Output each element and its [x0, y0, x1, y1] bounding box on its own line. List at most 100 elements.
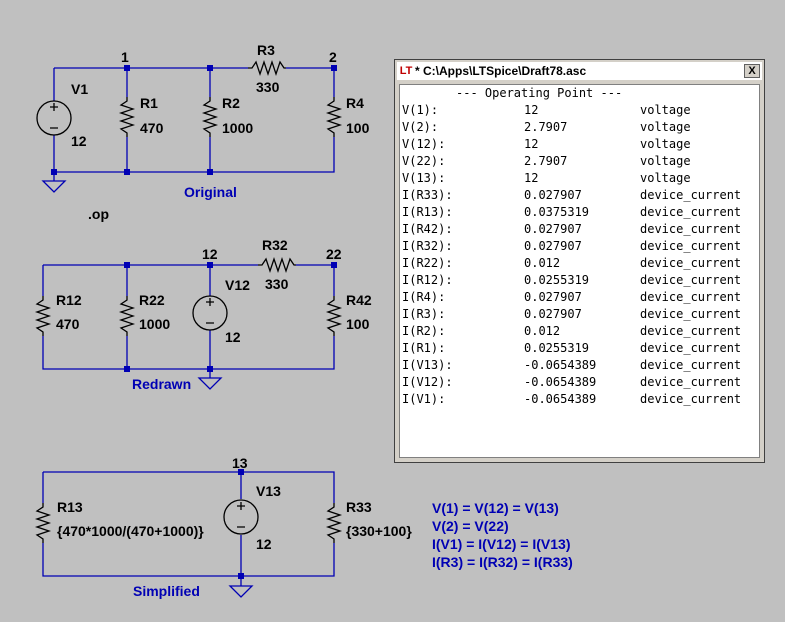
output-type: device_current [640, 375, 742, 389]
output-quantity: I(R1): [402, 341, 446, 355]
output-type: device_current [640, 392, 742, 406]
output-value: 0.012 [524, 324, 561, 338]
output-value: -0.0654389 [524, 375, 597, 389]
component-value: 1000 [139, 316, 170, 332]
output-value: 0.027907 [524, 307, 582, 321]
component-name: R33 [346, 499, 372, 515]
output-type: voltage [640, 154, 691, 168]
output-quantity: I(R4): [402, 290, 446, 304]
resistor-r3[interactable] [248, 59, 286, 77]
voltage-source-v12[interactable] [192, 295, 228, 331]
operating-point-window[interactable]: LT * C:\Apps\LTSpice\Draft78.asc X --- O… [394, 59, 765, 463]
resistor-r33[interactable] [325, 503, 343, 543]
ground-symbol [228, 585, 254, 598]
wire [53, 67, 335, 173]
output-type: device_current [640, 256, 742, 270]
output-quantity: I(R22): [402, 256, 453, 270]
output-value: 12 [524, 171, 539, 185]
component-value: 330 [265, 276, 289, 292]
equivalence-notes: V(1) = V(12) = V(13) V(2) = V(22) I(V1) … [432, 500, 573, 570]
resistor-r4[interactable] [325, 97, 343, 137]
output-type: device_current [640, 307, 742, 321]
note-line: V(1) = V(12) = V(13) [432, 500, 559, 516]
ground-symbol [41, 180, 67, 193]
output-type: voltage [640, 137, 691, 151]
resistor-r22[interactable] [118, 296, 136, 336]
node-label: 13 [232, 455, 248, 471]
output-value: 0.027907 [524, 222, 582, 236]
output-type: device_current [640, 205, 742, 219]
wire [42, 471, 335, 577]
component-name: R22 [139, 292, 165, 308]
output-quantity: V(22): [402, 154, 446, 168]
voltage-source-v1[interactable] [36, 100, 72, 136]
output-value: 0.0375319 [524, 205, 590, 219]
note-line: I(V1) = I(V12) = I(V13) [432, 536, 571, 552]
output-quantity: I(R3): [402, 307, 446, 321]
output-quantity: I(R2): [402, 324, 446, 338]
component-value: 12 [225, 329, 241, 345]
resistor-r32[interactable] [258, 256, 296, 274]
output-quantity: I(V1): [402, 392, 446, 406]
output-type: device_current [640, 341, 742, 355]
junction-dot [238, 469, 244, 475]
component-name: R42 [346, 292, 372, 308]
note-line: I(R3) = I(R32) = I(R33) [432, 554, 573, 570]
junction-dot [207, 169, 213, 175]
output-type: device_current [640, 273, 742, 287]
spice-directive[interactable]: .op [88, 206, 109, 222]
output-type: device_current [640, 188, 742, 202]
junction-dot [331, 262, 337, 268]
output-type: device_current [640, 239, 742, 253]
component-value: 12 [256, 536, 272, 552]
junction-dot [51, 169, 57, 175]
output-row: I(R42): 0.027907 device_current [400, 221, 759, 238]
output-type: voltage [640, 120, 691, 134]
output-value: 12 [524, 103, 539, 117]
component-value: {330+100} [346, 523, 412, 539]
output-type: device_current [640, 222, 742, 236]
junction-dot [207, 262, 213, 268]
junction-dot [207, 65, 213, 71]
resistor-r13[interactable] [34, 503, 52, 543]
circuit-redrawn: 12 22 R32 330 R12 470 R22 1000 V12 12 R4… [34, 237, 372, 392]
component-name: R2 [222, 95, 240, 111]
output-value: 0.027907 [524, 188, 582, 202]
component-value: 470 [140, 120, 164, 136]
node-label: 2 [329, 49, 337, 65]
resistor-r42[interactable] [325, 296, 343, 336]
window-titlebar[interactable]: LT * C:\Apps\LTSpice\Draft78.asc X [397, 62, 762, 80]
close-button[interactable]: X [744, 64, 760, 78]
output-type: voltage [640, 103, 691, 117]
component-name: R3 [257, 42, 275, 58]
component-name: V13 [256, 483, 281, 499]
output-quantity: I(R42): [402, 222, 453, 236]
component-name: R12 [56, 292, 82, 308]
circuit-original: 1 2 R3 330 V1 12 R1 470 R2 1000 R4 100 O… [36, 42, 370, 200]
component-name: R32 [262, 237, 288, 253]
resistor-r2[interactable] [201, 97, 219, 137]
wire [126, 68, 211, 172]
component-value: 1000 [222, 120, 253, 136]
resistor-r12[interactable] [34, 296, 52, 336]
voltage-source-v13[interactable] [223, 499, 259, 535]
component-name: R4 [346, 95, 364, 111]
circuit-title: Redrawn [132, 376, 191, 392]
junction-dot [238, 573, 244, 579]
output-quantity: I(V13): [402, 358, 453, 372]
resistor-r1[interactable] [118, 97, 136, 137]
